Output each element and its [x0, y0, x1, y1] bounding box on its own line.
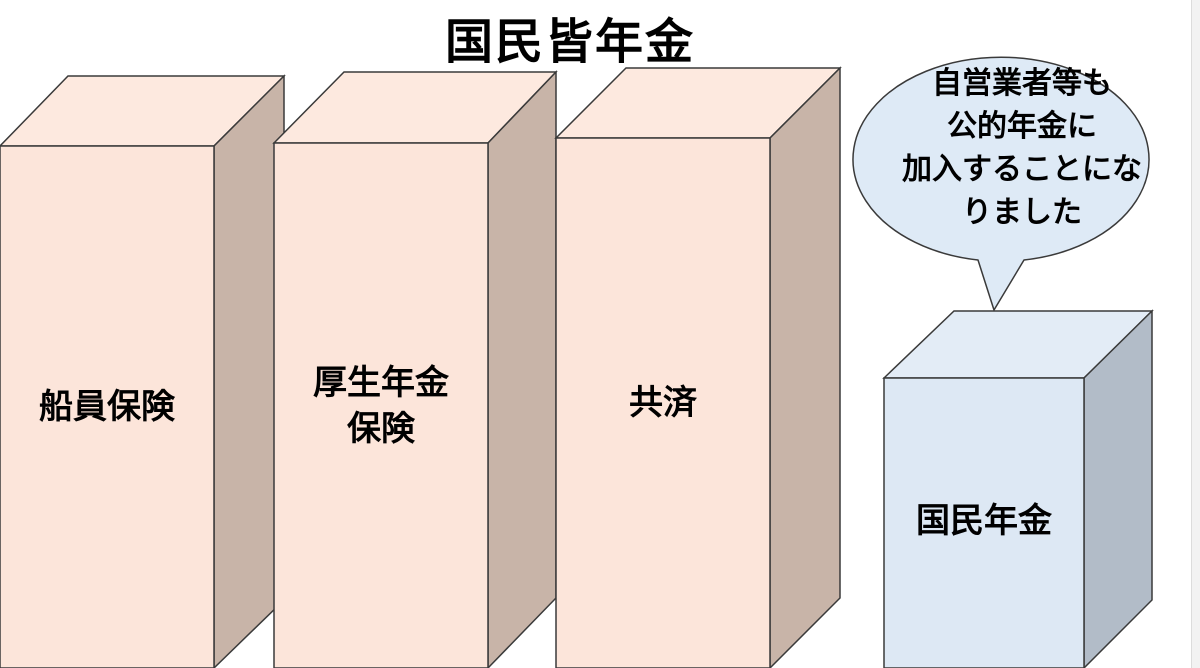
box-national-pension: [882, 309, 1154, 668]
box-employees-pension: [272, 70, 558, 668]
box-seamen-insurance-front: [0, 145, 215, 668]
box-label-line: 保険: [347, 409, 415, 449]
bubble-line: 公的年金に: [947, 109, 1097, 144]
box-employees-pension-front: [273, 142, 489, 668]
bubble-line: 加入することにな: [902, 152, 1142, 187]
bubble-line: 自営業者等も: [932, 66, 1112, 101]
box-mutual-aid-side: [769, 66, 841, 668]
box-label-line: 船員保険: [39, 387, 175, 427]
box-mutual-aid: [554, 66, 842, 668]
box-employees-pension-side: [487, 70, 557, 668]
bubble-line: りました: [962, 195, 1082, 230]
box-label-line: 国民年金: [916, 501, 1052, 541]
diagram-title: 国民皆年金: [444, 14, 695, 70]
window-edge: [1191, 0, 1200, 668]
box-mutual-aid-front: [555, 137, 771, 668]
box-label-line: 共済: [629, 383, 697, 423]
box-national-pension-front: [883, 377, 1085, 668]
speech-bubble-text: 自営業者等も 公的年金に 加入することにな りました: [872, 62, 1172, 234]
box-seamen-insurance-label: 船員保険: [0, 384, 214, 430]
speech-bubble: [852, 56, 1150, 311]
box-mutual-aid-label: 共済: [556, 380, 770, 426]
box-employees-pension-label: 厚生年金 保険: [274, 360, 488, 452]
speech-bubble-shape: [852, 56, 1150, 311]
box-national-pension-label: 国民年金: [884, 498, 1084, 544]
box-label-line: 厚生年金: [313, 363, 449, 403]
box-seamen-insurance: [0, 74, 286, 668]
